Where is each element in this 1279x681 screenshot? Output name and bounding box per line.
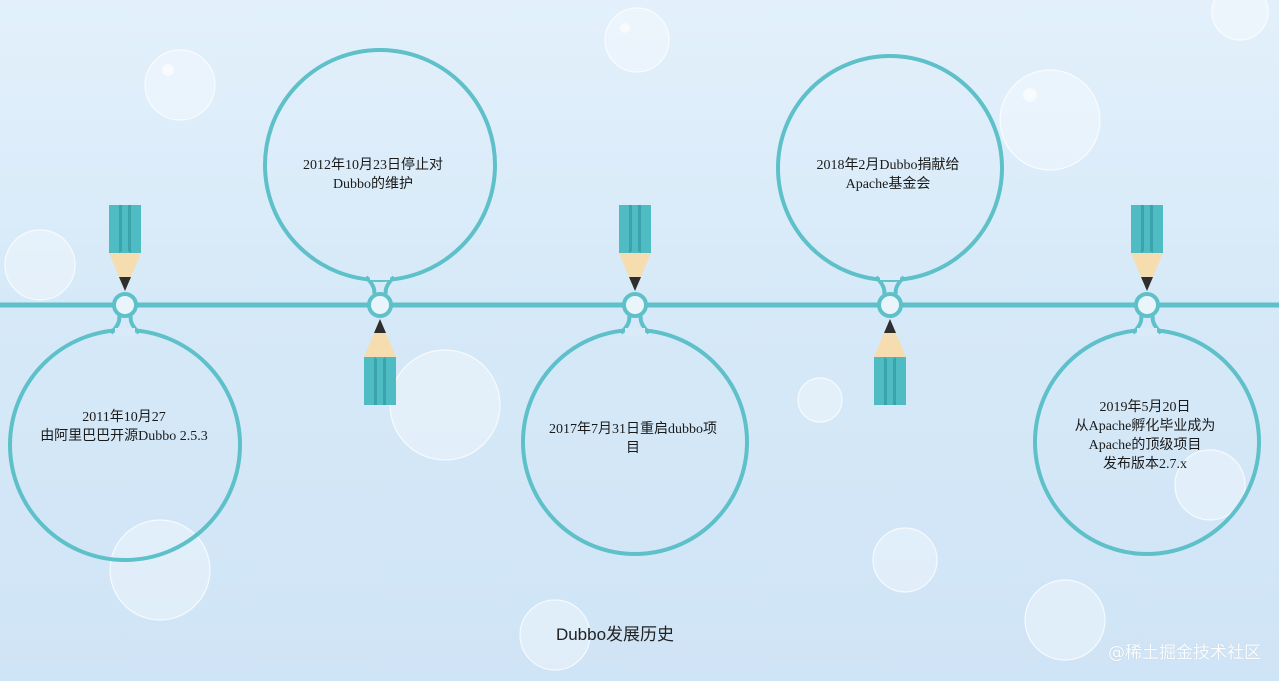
event-2017-neck-gap [625, 328, 645, 336]
event-text-2019: 2019年5月20日 从Apache孵化毕业成为 Apache的顶级项目 发布版… [1074, 400, 1216, 472]
timeline-nodes [8, 48, 1261, 562]
event-2019-group [1033, 205, 1261, 556]
event-2012-neck-right [383, 275, 396, 295]
event-2019-neck-gap [1137, 328, 1157, 336]
event-2018-neck-gap [880, 272, 900, 280]
event-text-2018: 2018年2月Dubbo捐献给 Apache基金会 [816, 158, 960, 192]
event-2018-neck-left [874, 275, 887, 295]
event-2011-neck-left [109, 315, 122, 335]
event-2018-group [776, 54, 1004, 405]
event-2012-neck-gap [370, 272, 390, 280]
event-2019-node-ring [1134, 292, 1160, 318]
event-2018-pencil-icon [874, 319, 906, 405]
watermark: @稀土掘金技术社区 [1108, 643, 1261, 663]
event-2018-neck-right [893, 275, 906, 295]
event-text-2011: 2011年10月27 由阿里巴巴开源Dubbo 2.5.3 [40, 410, 208, 444]
event-2011-group [8, 205, 242, 562]
event-2012-group [263, 48, 497, 405]
event-2011-neck-right [128, 315, 141, 335]
event-2019-neck-left [1131, 315, 1144, 335]
event-2011-neck-gap [115, 328, 135, 336]
event-2017-node-ring [622, 292, 648, 318]
event-2017-group [521, 205, 749, 556]
event-2019-pencil-icon [1131, 205, 1163, 291]
event-2012-neck-left [364, 275, 377, 295]
event-2017-neck-left [619, 315, 632, 335]
event-2011-node-ring [112, 292, 138, 318]
event-2019-neck-right [1150, 315, 1163, 335]
event-2012-pencil-icon [364, 319, 396, 405]
event-2012-node-ring [367, 292, 393, 318]
diagram-title: Dubbo发展历史 [555, 625, 675, 644]
event-text-2012: 2012年10月23日停止对 Dubbo的维护 [303, 158, 443, 192]
event-2018-node-ring [877, 292, 903, 318]
event-2017-neck-right [638, 315, 651, 335]
event-text-2017: 2017年7月31日重启dubbo项 目 [549, 422, 717, 456]
event-2017-pencil-icon [619, 205, 651, 291]
event-2011-pencil-icon [109, 205, 141, 291]
